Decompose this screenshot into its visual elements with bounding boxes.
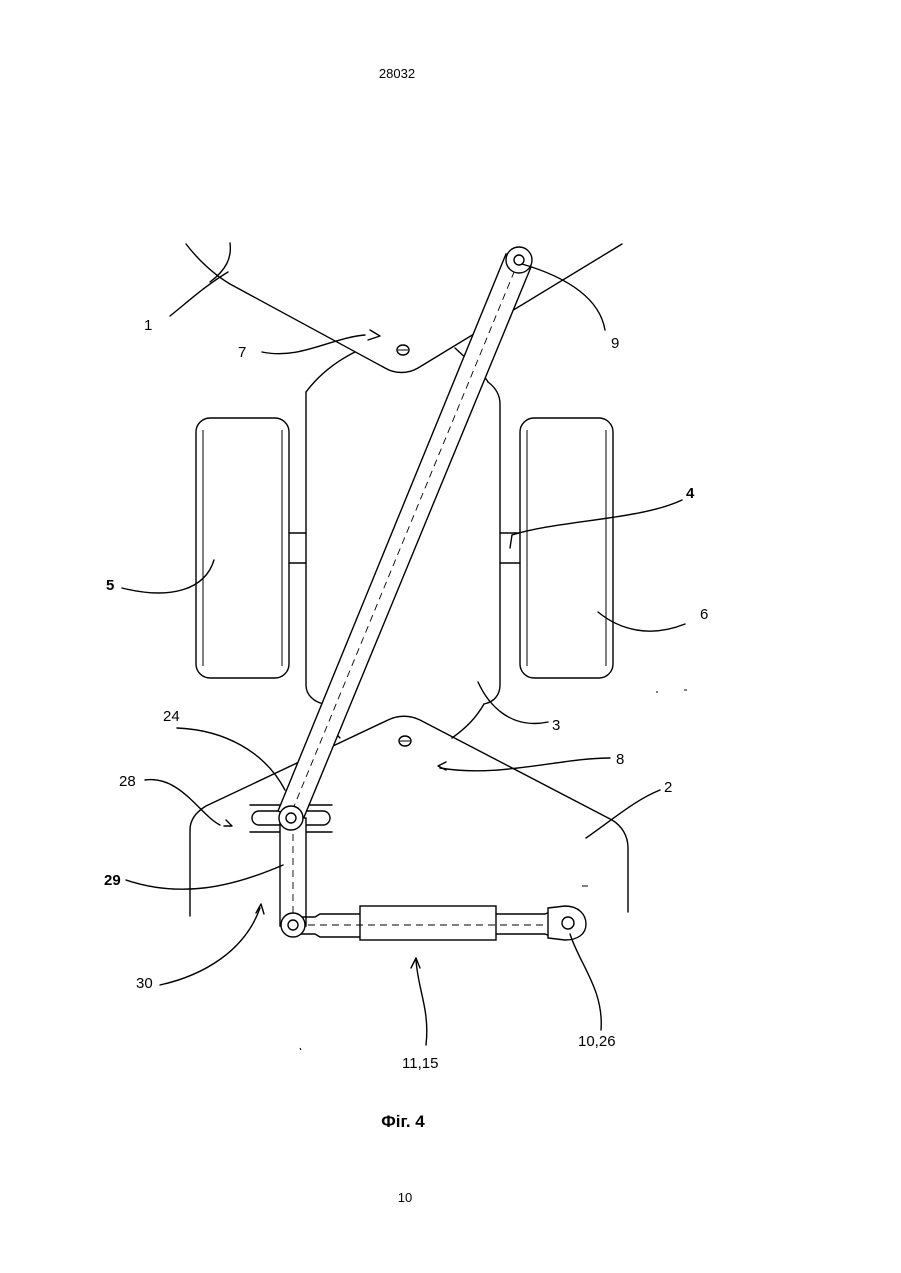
label-7: 7: [238, 344, 246, 361]
label-9: 9: [611, 335, 619, 352]
label-24: 24: [163, 708, 180, 725]
label-1: 1: [144, 317, 152, 334]
rear-frame: [190, 704, 628, 916]
hydraulic-cylinder: [281, 906, 586, 940]
lever-29: [279, 806, 306, 926]
pivot-marker-7: [397, 345, 409, 355]
label-6: 6: [700, 606, 708, 623]
front-frame: [186, 243, 622, 392]
label-28: 28: [119, 773, 136, 790]
page-number: 10: [0, 1190, 810, 1205]
label-3: 3: [552, 717, 560, 734]
left-wheel: [196, 418, 306, 678]
stray-marks: [300, 690, 687, 1050]
label-10-26: 10,26: [578, 1033, 616, 1050]
label-5: 5: [106, 577, 114, 594]
label-30: 30: [136, 975, 153, 992]
figure-caption: Фіг. 4: [0, 1112, 806, 1132]
label-29: 29: [104, 872, 121, 889]
label-4: 4: [686, 485, 695, 502]
pivot-marker-8: [399, 736, 411, 746]
label-8: 8: [616, 751, 624, 768]
label-11-15: 11,15: [402, 1055, 438, 1072]
label-2: 2: [664, 779, 672, 796]
right-wheel: [500, 418, 613, 678]
